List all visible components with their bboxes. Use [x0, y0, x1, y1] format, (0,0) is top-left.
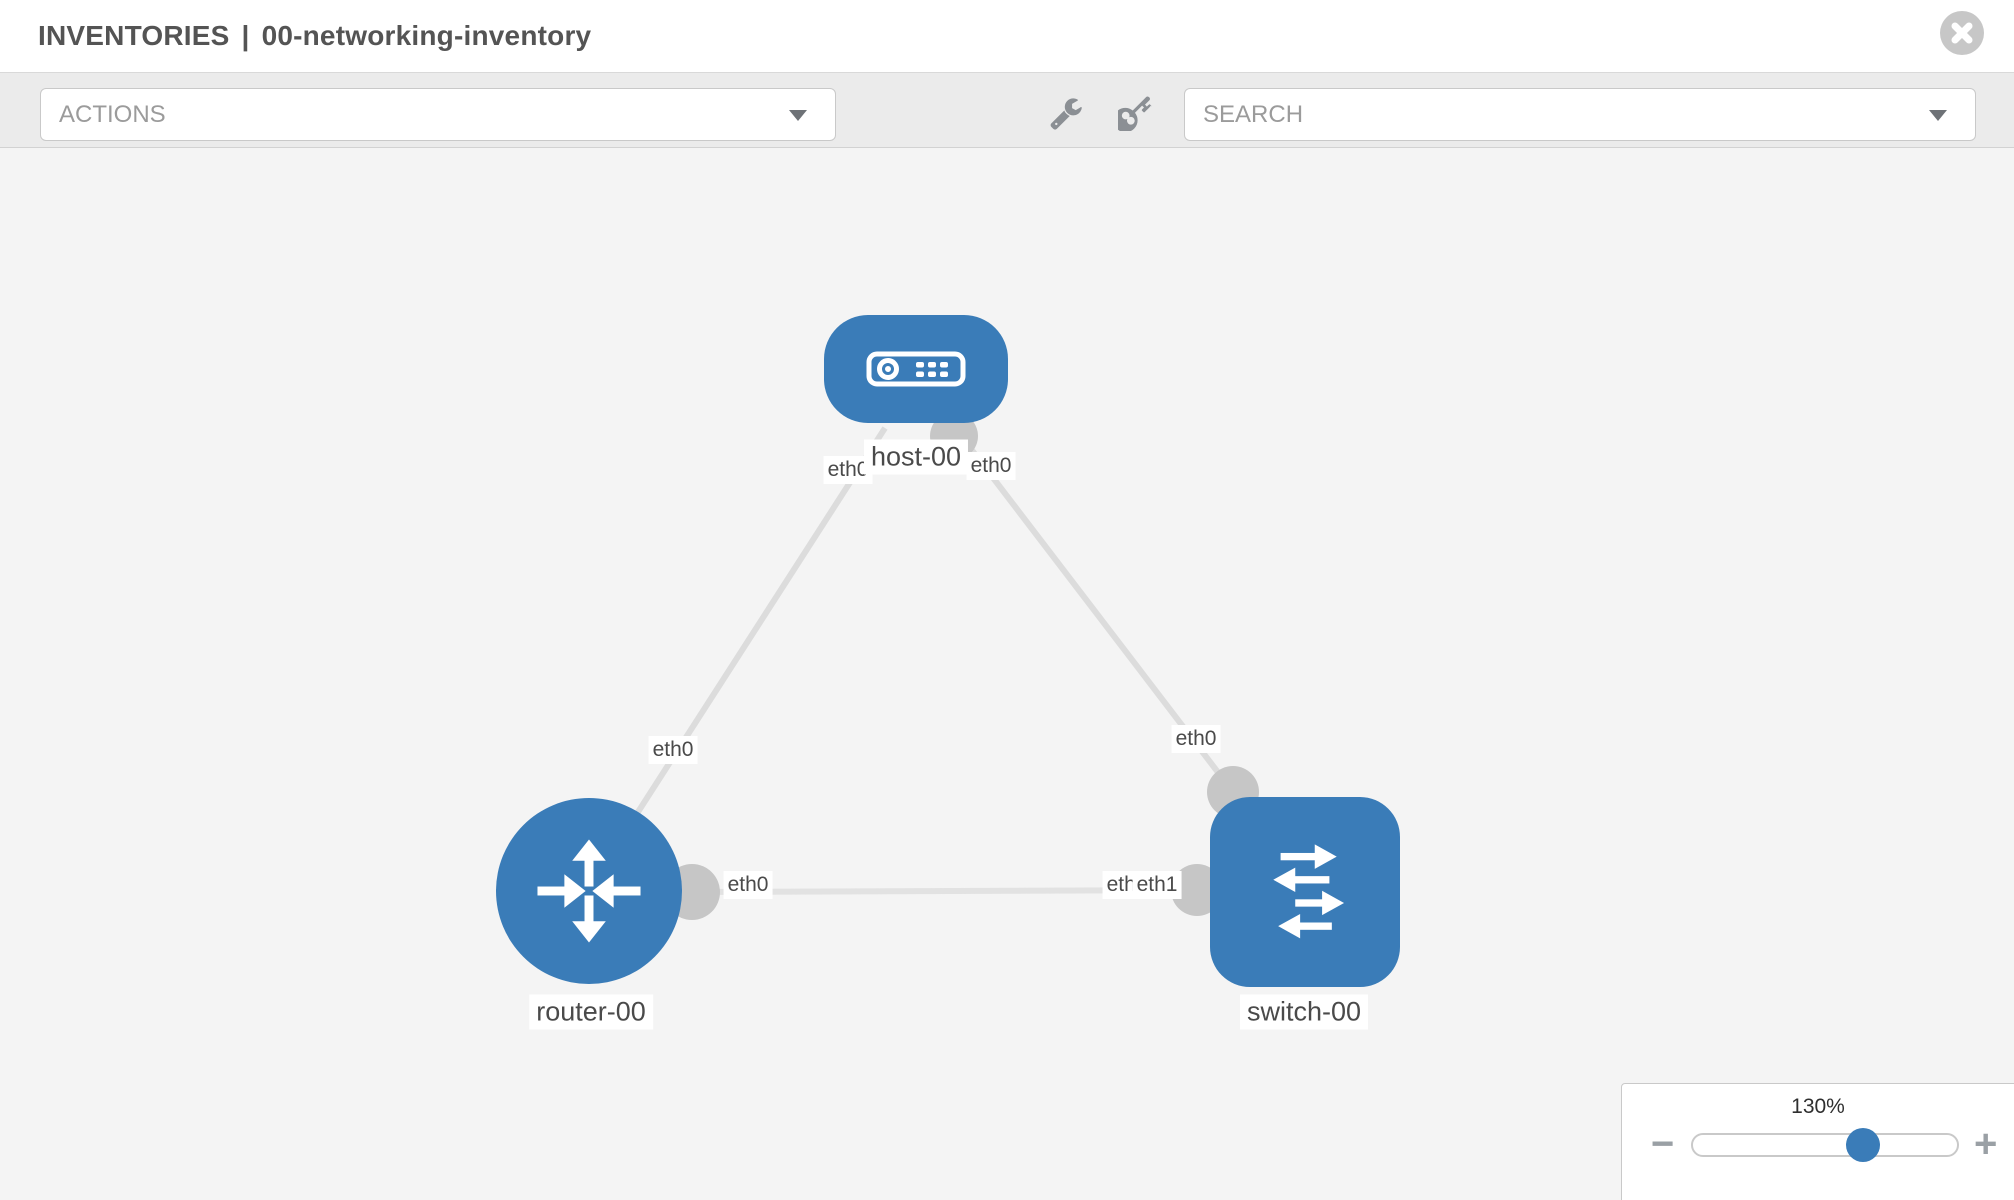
interface-label: eth1 — [1132, 871, 1182, 899]
zoom-slider-thumb[interactable] — [1846, 1128, 1880, 1162]
actions-dropdown[interactable]: ACTIONS — [40, 88, 836, 141]
page-title: INVENTORIES | 00-networking-inventory — [38, 0, 591, 72]
interface-label: eth0 — [723, 871, 773, 899]
title-separator: | — [241, 20, 250, 51]
interface-label: eth0 — [648, 736, 698, 764]
node-switch-00[interactable] — [1210, 797, 1400, 987]
node-label-switch-00: switch-00 — [1239, 994, 1369, 1030]
host-icon — [866, 351, 966, 387]
inventory-name: 00-networking-inventory — [261, 20, 592, 51]
chevron-down-icon — [789, 110, 807, 121]
zoom-slider-track[interactable] — [1691, 1128, 1959, 1162]
topology-canvas[interactable]: eth0 eth0 eth0 eth0 eth0 eth0 eth1 host-… — [0, 148, 2014, 1200]
node-router-00[interactable] — [496, 798, 682, 984]
zoom-in-button[interactable]: + — [1974, 1122, 1998, 1166]
page-header: INVENTORIES | 00-networking-inventory — [0, 0, 2014, 73]
switch-icon — [1273, 844, 1345, 939]
close-icon — [1951, 22, 1973, 44]
interface-label: eth0 — [1171, 725, 1221, 753]
node-label-host-00: host-00 — [863, 439, 969, 475]
search-dropdown-label: SEARCH — [1203, 101, 1304, 128]
wrench-icon — [1050, 98, 1082, 130]
node-label-router-00: router-00 — [529, 994, 653, 1030]
wrench-button[interactable] — [1044, 93, 1088, 133]
section-label: INVENTORIES — [38, 20, 230, 51]
search-dropdown[interactable]: SEARCH — [1184, 88, 1976, 141]
zoom-level: 130% — [1791, 1095, 1845, 1118]
zoom-out-button[interactable]: − — [1651, 1122, 1675, 1166]
router-icon — [537, 839, 641, 943]
chevron-down-icon — [1929, 110, 1947, 121]
actions-dropdown-label: ACTIONS — [59, 101, 166, 128]
node-host-00[interactable] — [824, 315, 1008, 423]
toolbar: ACTIONS SEARCH — [0, 73, 2014, 148]
close-button[interactable] — [1940, 11, 1984, 55]
key-button[interactable] — [1114, 93, 1158, 133]
key-icon — [1118, 96, 1152, 131]
interface-label: eth0 — [966, 452, 1016, 480]
zoom-control: 130% − + — [1621, 1083, 2014, 1200]
